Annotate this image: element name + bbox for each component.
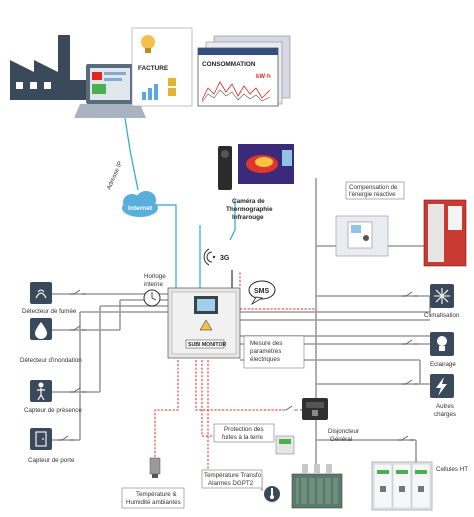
- ambient-sensor: [150, 458, 160, 478]
- door-icon: [30, 428, 52, 450]
- controller-name: SUBI MONITOR: [188, 342, 226, 348]
- switchgear-icon: [372, 462, 432, 510]
- sensor-flood-label: Détecteur d'inondation: [20, 357, 82, 364]
- camera-label-2: Thermographie: [226, 206, 273, 213]
- sensor-flood: Détecteur d'inondation: [20, 318, 82, 364]
- ip-address-label: Adresse IP: [105, 160, 124, 190]
- eclairage-label: Eclairage: [430, 361, 456, 368]
- output-autres: Autres charges: [430, 374, 456, 418]
- clock-icon: [144, 290, 160, 306]
- breaker-label-1: Disjoncteur: [328, 428, 359, 435]
- sensor-door: Capteur de porte: [28, 428, 75, 464]
- sensor-smoke: Détecteur de fumée: [22, 282, 77, 315]
- clock-label-2: interne: [144, 281, 163, 288]
- climatisation-label: Climatisation: [424, 312, 460, 319]
- earth-leakage-device: [276, 436, 294, 454]
- thermometer-icon: [264, 486, 280, 502]
- protection-label-1: Protection des: [224, 426, 264, 433]
- ambient-label-2: Humidité ambiantes: [126, 499, 181, 506]
- protection-label-2: fuites à la terre: [222, 434, 263, 441]
- sms-icon: SMS: [249, 281, 275, 304]
- kwh-label: kW·h: [256, 74, 271, 80]
- sensor-presence-label: Capteur de présence: [24, 407, 82, 414]
- camera-icon: [218, 144, 294, 190]
- internet-label: Internet: [128, 205, 153, 212]
- camera-label-1: Caméra de: [232, 198, 265, 205]
- invoice-icon: FACTURE: [132, 28, 192, 106]
- sms-label: SMS: [254, 288, 270, 295]
- compensation-label-1: Compensation de: [349, 184, 398, 191]
- wireless-icon: [204, 249, 215, 265]
- compensation-label-2: l'énergie réactive: [349, 191, 396, 198]
- invoice-title: FACTURE: [138, 65, 169, 72]
- consumption-screen-icon: CONSOMMATION kW·h: [198, 36, 290, 106]
- sensor-presence: Capteur de présence: [24, 380, 82, 414]
- factory-icon: [10, 35, 90, 100]
- measurement-label-2: paramètres: [250, 348, 281, 355]
- transfo-label-2: Alarmes DGPT2: [208, 480, 254, 487]
- camera-label-3: Infrarouge: [232, 214, 264, 221]
- compensation-device: [336, 200, 466, 266]
- transfo-label-1: Température Transfo: [204, 472, 262, 479]
- autres-label-2: charges: [434, 411, 456, 418]
- breaker-label-2: Général: [330, 436, 352, 443]
- autres-label-1: Autres: [436, 403, 454, 410]
- cellules-label: Cellules HT: [436, 466, 468, 473]
- network-3g-label: 3G: [220, 255, 230, 262]
- clock-label-1: Horloge: [144, 273, 166, 280]
- ambient-label-1: Température &: [136, 491, 177, 498]
- measurement-label-3: électriques: [250, 356, 280, 363]
- sensor-smoke-label: Détecteur de fumée: [22, 308, 77, 315]
- output-eclairage: Eclairage: [430, 332, 456, 368]
- transformer-icon: [292, 464, 342, 508]
- sensor-door-label: Capteur de porte: [28, 457, 75, 464]
- consumption-title: CONSOMMATION: [202, 61, 256, 68]
- cloud-icon: Internet: [122, 191, 158, 217]
- measurement-label-1: Mesure des: [250, 340, 282, 347]
- controller-cabinet: SUBI MONITOR: [168, 270, 240, 358]
- main-breaker: [302, 398, 328, 420]
